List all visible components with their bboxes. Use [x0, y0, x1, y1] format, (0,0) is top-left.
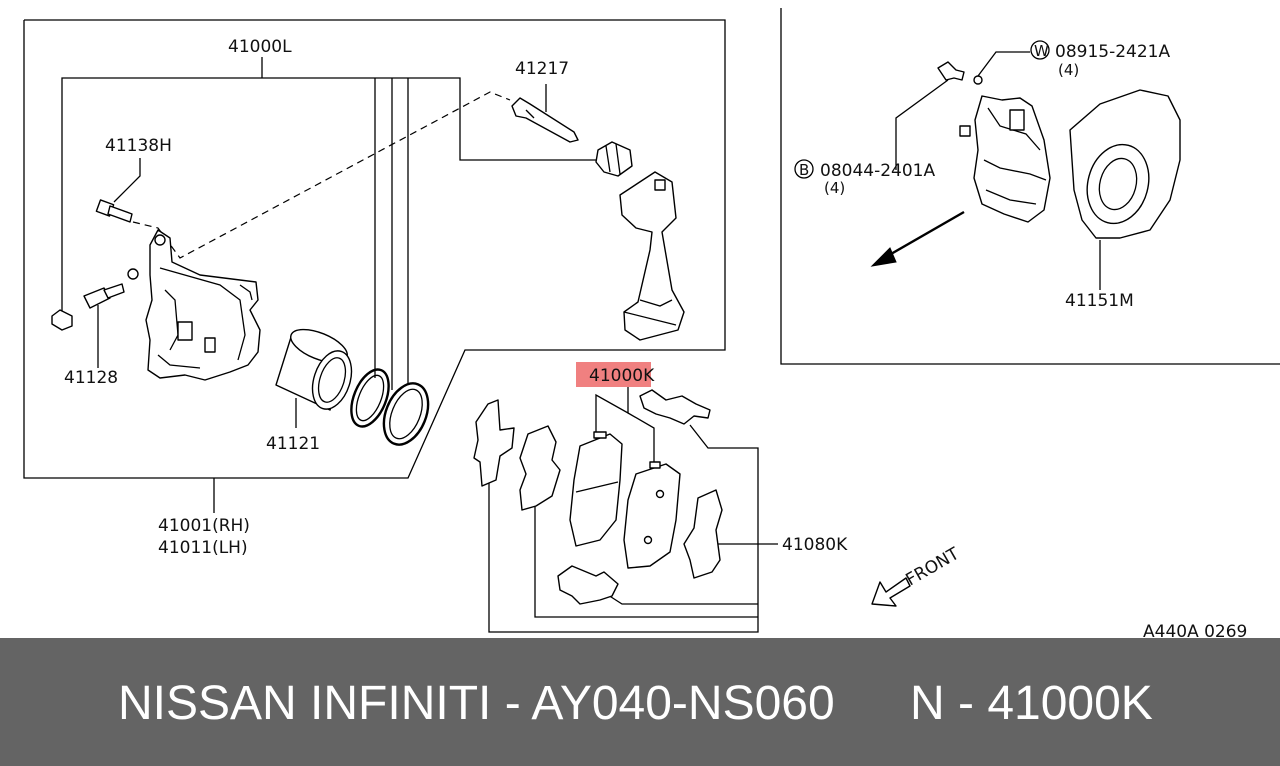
brake-pads-drawing	[569, 431, 681, 569]
sleeve-drawing	[51, 283, 125, 368]
outer-shim-drawing	[473, 399, 515, 487]
label-front: FRONT	[903, 544, 964, 591]
front-arrow-icon	[871, 577, 911, 607]
footer-brand-and-code: NISSAN INFINITI - AY040-NS060	[118, 677, 835, 730]
inset-fasteners-drawing	[895, 51, 1030, 170]
label-washer-marker: W	[1034, 42, 1049, 60]
label-bolt-qty: (4)	[824, 179, 845, 197]
pad-kit-leaders	[488, 386, 778, 633]
label-ref-code: A440A 0269	[1143, 622, 1247, 638]
label-bleeder: 41138H	[105, 136, 172, 156]
label-piston: 41121	[266, 434, 320, 454]
anti-rattle-spring-drawing	[639, 389, 711, 425]
baffle-plate-drawing	[1069, 89, 1181, 290]
label-washer-code: 08915-2421A	[1055, 42, 1170, 62]
shim-41080k-drawing	[683, 489, 723, 579]
parts-diagram: 41000L 41217 41138H 41128 41121 41001(RH…	[23, 8, 1280, 638]
bleeder-drawing	[95, 158, 141, 223]
pad-kit-highlight	[576, 362, 651, 387]
label-pad-kit: 41000K	[589, 366, 655, 386]
piston-drawing	[275, 328, 353, 428]
bolt-marker-circle	[794, 159, 814, 179]
piston-seals-drawing	[350, 368, 430, 446]
caliper-bracket-drawing	[619, 171, 685, 341]
caliper-body-drawing	[127, 229, 261, 381]
label-bolt-marker: B	[799, 161, 809, 179]
pad-clip-drawing	[557, 565, 619, 605]
label-washer-qty: (4)	[1058, 61, 1079, 79]
label-baffle: 41151M	[1065, 291, 1134, 311]
caliper-group-frame	[23, 19, 726, 479]
slide-pin-drawing	[511, 84, 633, 177]
assembly-dashed-line	[132, 91, 511, 259]
label-caliper-lh: 41011(LH)	[158, 538, 248, 558]
footer-part-number: N - 41000K	[910, 677, 1153, 730]
direction-arrow	[870, 210, 965, 267]
inset-caliper-drawing	[959, 95, 1051, 223]
label-caliper-rh: 41001(RH)	[158, 516, 250, 536]
label-bolt-code: 08044-2401A	[820, 161, 935, 181]
washer-marker-circle	[1030, 40, 1050, 60]
footer-banner: NISSAN INFINITI - AY040-NS060 N - 41000K	[0, 638, 1280, 766]
label-shim-kit: 41080K	[782, 535, 848, 555]
label-caliper-assembly: 41000L	[228, 37, 292, 57]
caliper-assembly-leaders	[61, 57, 610, 395]
inner-shim-drawing	[519, 425, 561, 511]
label-slide-pin: 41217	[515, 59, 569, 79]
label-sleeve: 41128	[64, 368, 118, 388]
inset-frame	[780, 8, 1280, 365]
